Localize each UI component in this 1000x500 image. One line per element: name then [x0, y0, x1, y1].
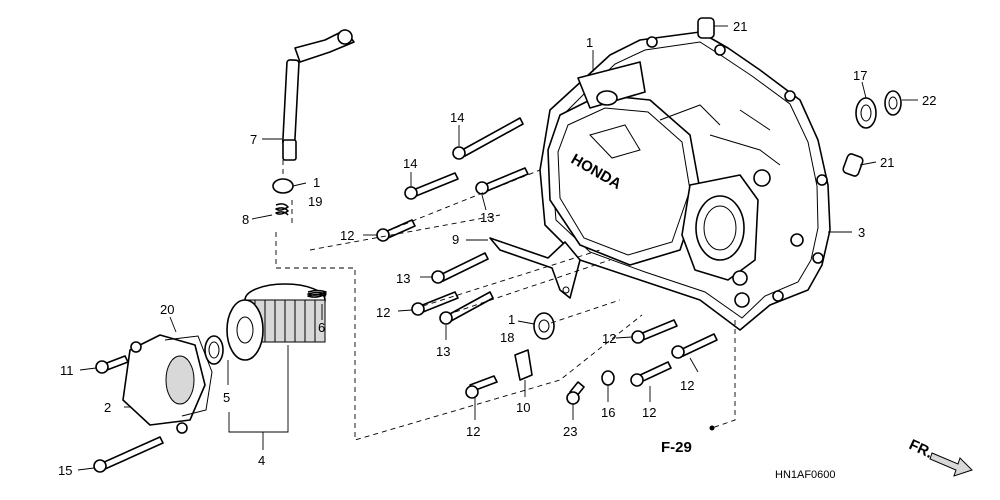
callout-12-b: 12 [376, 305, 390, 320]
callout-12-e: 12 [642, 405, 656, 420]
callout-14-a: 14 [450, 110, 464, 125]
callout-12-f: 12 [680, 378, 694, 393]
callout-22: 22 [922, 93, 936, 108]
callout-12-a: 12 [340, 228, 354, 243]
callout-16: 16 [601, 405, 615, 420]
callout-1-top: 1 [586, 35, 593, 50]
dowel-pin-mid [842, 153, 864, 177]
reference-label: F-29 [661, 439, 692, 456]
callout-9: 9 [452, 232, 459, 247]
callout-15: 15 [58, 463, 72, 478]
callout-5: 5 [223, 390, 230, 405]
callout-23: 23 [563, 424, 577, 439]
callout-19: 19 [308, 194, 322, 209]
o-ring-5 [204, 335, 224, 365]
callout-1-c: 1 [508, 312, 515, 327]
collar-18 [533, 312, 555, 340]
callout-11: 11 [60, 363, 74, 378]
callout-18: 18 [500, 330, 514, 345]
callout-12-d: 12 [602, 331, 616, 346]
dowel-pin-top [697, 17, 715, 39]
spring-8 [275, 203, 289, 216]
bolts [93, 117, 718, 473]
callout-13-a: 13 [480, 210, 494, 225]
callout-20: 20 [160, 302, 174, 317]
callout-10: 10 [516, 400, 530, 415]
leader-lines [77, 25, 918, 471]
o-ring-20 [164, 335, 213, 417]
bearing-17 [855, 97, 877, 129]
callout-8: 8 [242, 212, 249, 227]
callout-13-b: 13 [396, 271, 410, 286]
oil-seal-22 [884, 90, 902, 116]
callout-labels: 1 21 17 22 21 3 14 14 7 1 19 8 12 13 9 1… [58, 19, 936, 478]
crankcase-cover: HONDA [539, 31, 831, 331]
callout-17: 17 [853, 68, 867, 83]
callout-2: 2 [104, 400, 111, 415]
hose-bracket [489, 237, 581, 299]
clutch-lifter-arm [282, 29, 355, 161]
callout-4: 4 [258, 453, 265, 468]
oil-filter-element [226, 283, 326, 361]
clamp-10 [514, 349, 533, 381]
callout-12-c: 12 [466, 424, 480, 439]
callout-21-mid: 21 [880, 155, 894, 170]
callout-14-b: 14 [403, 156, 417, 171]
callout-21-top: 21 [733, 19, 747, 34]
callout-13-c: 13 [436, 344, 450, 359]
callout-1-b: 1 [313, 175, 320, 190]
callout-3: 3 [858, 225, 865, 240]
seal-19 [272, 178, 294, 194]
washer-16 [601, 370, 615, 386]
diagram-code: HN1AF0600 [775, 469, 836, 481]
front-arrow-icon: FR. [906, 436, 973, 477]
callout-6: 6 [318, 320, 325, 335]
callout-7: 7 [250, 132, 257, 147]
filter-spring-6 [307, 289, 327, 298]
oil-filter-cover [122, 334, 206, 434]
